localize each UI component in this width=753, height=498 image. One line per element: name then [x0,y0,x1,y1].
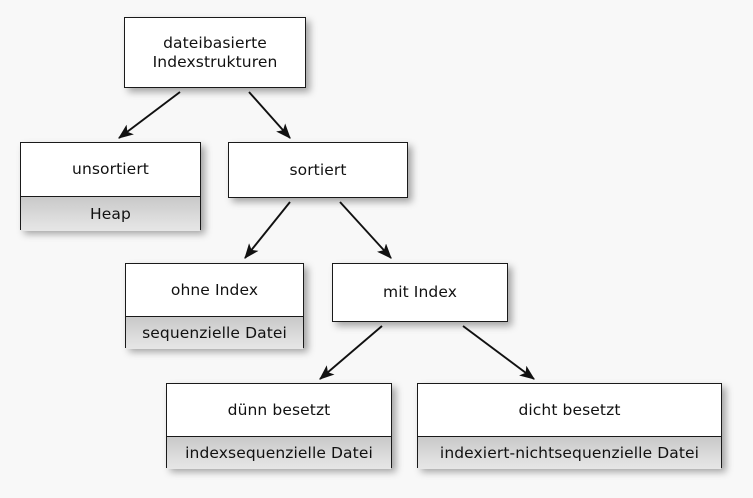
edge-sortiert-to-mit-index [339,201,392,259]
node-ohne-index[interactable]: ohne Index sequenzielle Datei [125,263,304,349]
node-unsortiert-title: unsortiert [21,143,200,196]
edge-mit-index-to-dicht [462,325,535,380]
edge-root-to-sortiert [248,91,291,139]
node-dicht-besetzt-subtitle: indexiert-nichtsequenzielle Datei [418,436,721,469]
edge-sortiert-to-ohne-index [244,201,291,259]
node-sortiert-title: sortiert [229,143,407,197]
node-ohne-index-subtitle: sequenzielle Datei [126,316,303,349]
node-mit-index[interactable]: mit Index [332,263,508,322]
node-dicht-besetzt-title: dicht besetzt [418,384,721,436]
node-dateibasierte-indexstrukturen[interactable]: dateibasierte Indexstrukturen [124,17,306,88]
node-duenn-besetzt[interactable]: dünn besetzt indexsequenzielle Datei [166,383,392,469]
edge-mit-index-to-duenn [319,325,383,380]
node-root-title-line2: Indexstrukturen [152,52,278,71]
node-unsortiert[interactable]: unsortiert Heap [20,142,201,231]
node-dicht-besetzt[interactable]: dicht besetzt indexiert-nichtsequenziell… [417,383,722,469]
node-ohne-index-title: ohne Index [126,264,303,316]
node-duenn-besetzt-subtitle: indexsequenzielle Datei [167,436,391,469]
node-mit-index-title: mit Index [333,264,507,321]
edge-root-to-unsortiert [118,91,181,139]
node-duenn-besetzt-title: dünn besetzt [167,384,391,436]
node-root-title-line1: dateibasierte [163,33,267,52]
node-unsortiert-subtitle: Heap [21,196,200,231]
node-root-title: dateibasierte Indexstrukturen [125,18,305,87]
node-sortiert[interactable]: sortiert [228,142,408,198]
